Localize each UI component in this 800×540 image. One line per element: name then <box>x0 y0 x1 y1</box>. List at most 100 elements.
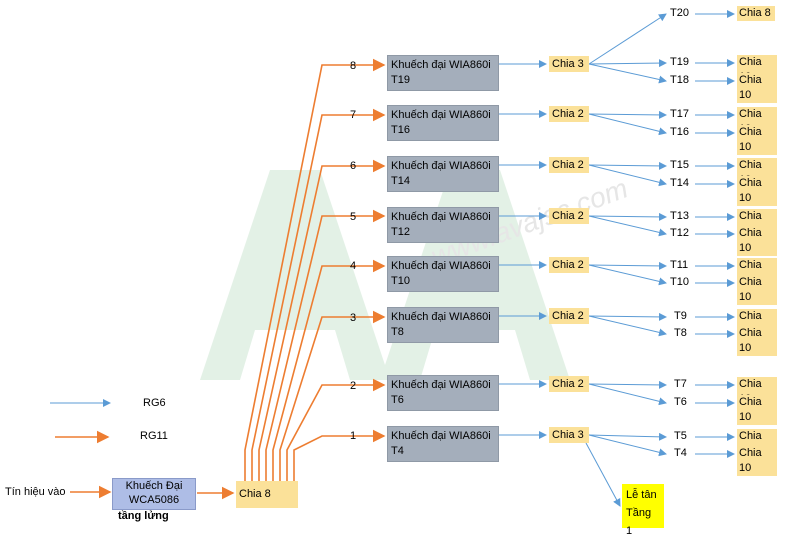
watermark-logo-left <box>200 170 390 380</box>
output-floor-label: T17 <box>670 108 689 120</box>
splitter-to-floor-wire <box>588 264 667 286</box>
main-amplifier-floor: tầng lửng <box>118 510 169 522</box>
output-splitter: Chia 10 <box>737 446 777 476</box>
branch-wire <box>272 259 386 481</box>
splitter-to-floor-wire <box>588 63 667 84</box>
output-splitter: Chia 10 <box>737 275 777 305</box>
main-amplifier-line2: WCA5086 <box>128 494 180 506</box>
splitter-to-floor-wire <box>588 261 667 270</box>
legend-rg11-label: RG11 <box>140 430 168 442</box>
branch-splitter: Chia 2 <box>549 208 589 224</box>
output-splitter: Chia 10 <box>737 395 777 425</box>
output-splitter: Chia 8 <box>737 6 775 21</box>
branch-splitter: Chia 3 <box>549 56 589 72</box>
splitter-to-floor-wire <box>588 13 667 65</box>
floor-amplifier-model: Khuếch đại WIA860i <box>391 59 491 71</box>
output-floor-label: T11 <box>670 259 689 271</box>
output-floor-label: T19 <box>670 56 689 68</box>
branch-splitter: Chia 3 <box>549 427 589 443</box>
branch-wire <box>286 378 386 481</box>
splitter-to-floor-wire <box>588 113 667 136</box>
splitter-to-floor-wire <box>588 383 667 406</box>
floor-amplifier-floor: T14 <box>391 175 410 187</box>
output-floor-label: T13 <box>670 210 689 222</box>
splitter-to-floor-wire <box>588 59 667 68</box>
branch-splitter: Chia 2 <box>549 157 589 173</box>
branch-splitter: Chia 2 <box>549 106 589 122</box>
floor-amplifier-model: Khuếch đại WIA860i <box>391 260 491 272</box>
output-splitter: Chia 10 <box>737 73 777 103</box>
branch-wire <box>244 58 386 481</box>
output-floor-label: T15 <box>670 159 689 171</box>
floor-amplifier-model: Khuếch đại WIA860i <box>391 379 491 391</box>
output-floor-label: T20 <box>670 7 689 19</box>
output-splitter: Chia 10 <box>737 125 777 155</box>
floor-amplifier-floor: T4 <box>391 445 404 457</box>
floor-amplifier-floor: T16 <box>391 124 410 136</box>
output-floor-label: T16 <box>670 126 689 138</box>
splitter-to-floor-wire <box>588 315 667 337</box>
floor-amplifier-model: Khuếch đại WIA860i <box>391 311 491 323</box>
branch-number: 1 <box>350 430 357 442</box>
splitter-to-floor-wire <box>588 161 667 170</box>
floor-amplifier-floor: T12 <box>391 226 410 238</box>
output-floor-label: T9 <box>674 310 687 322</box>
splitter-to-floor-wire <box>588 312 667 321</box>
floor-amplifier-floor: T8 <box>391 326 404 338</box>
splitter-to-floor-wire <box>588 434 667 457</box>
branch-wire <box>265 209 386 481</box>
output-floor-label: T10 <box>670 276 689 288</box>
output-floor-label: T14 <box>670 177 689 189</box>
floor-amplifier-model: Khuếch đại WIA860i <box>391 211 491 223</box>
output-floor-label: T6 <box>674 396 687 408</box>
splitter-to-floor-wire <box>588 432 667 441</box>
main-amplifier-box: Khuếch Đại WCA5086 <box>112 478 196 510</box>
splitter-to-reception-wire <box>585 442 621 507</box>
floor-amplifier-model: Khuếch đại WIA860i <box>391 109 491 121</box>
reception-line2: Tầng 1 <box>626 507 652 537</box>
branch-number: 8 <box>350 60 357 72</box>
floor-amplifier-floor: T19 <box>391 74 410 86</box>
legend-rg6-label: RG6 <box>143 397 166 409</box>
output-floor-label: T4 <box>674 447 687 459</box>
output-floor-label: T18 <box>670 74 689 86</box>
floor-amplifier-floor: T6 <box>391 394 404 406</box>
floor-amplifier-model: Khuếch đại WIA860i <box>391 430 491 442</box>
splitter-to-floor-wire <box>588 215 667 237</box>
branch-wire <box>258 159 386 481</box>
floor-amplifier-model: Khuếch đại WIA860i <box>391 160 491 172</box>
splitter-to-floor-wire <box>588 212 667 221</box>
branch-splitter: Chia 2 <box>549 257 589 273</box>
output-splitter: Chia 10 <box>737 176 777 206</box>
branch-number: 5 <box>350 211 357 223</box>
splitter-to-floor-wire <box>588 164 667 187</box>
branch-wire <box>279 310 386 481</box>
splitter-to-floor-wire <box>588 380 667 389</box>
main-splitter: Chia 8 <box>236 481 298 508</box>
reception-box: Lễ tân Tầng 1 <box>622 484 664 537</box>
branch-wire <box>251 108 386 481</box>
branch-number: 3 <box>350 312 357 324</box>
output-floor-label: T12 <box>670 227 689 239</box>
branch-number: 4 <box>350 260 357 272</box>
splitter-to-floor-wire <box>588 110 667 119</box>
output-floor-label: T5 <box>674 430 687 442</box>
output-floor-label: T8 <box>674 327 687 339</box>
branch-splitter: Chia 2 <box>549 376 589 392</box>
main-amplifier-line1: Khuếch Đại <box>125 480 183 492</box>
branch-splitter: Chia 2 <box>549 308 589 324</box>
branch-wire <box>293 429 386 481</box>
branch-number: 7 <box>350 109 357 121</box>
output-splitter: Chia 10 <box>737 326 777 356</box>
reception-line1: Lễ tân <box>626 489 657 501</box>
output-splitter: Chia 10 <box>737 226 777 256</box>
